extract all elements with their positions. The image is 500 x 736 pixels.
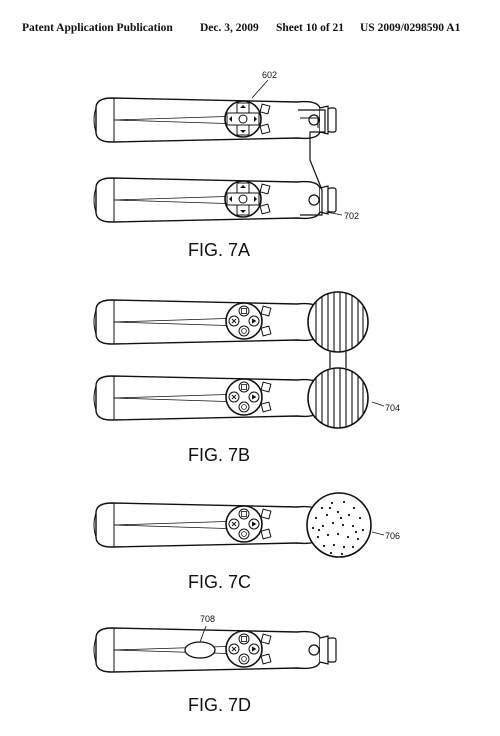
fig-7b-drawing: 704 [93, 291, 400, 429]
fig-7a-drawing: 602 702 [93, 70, 359, 223]
ref-706: 706 [385, 531, 400, 541]
fig-7d-label: FIG. 7D [188, 695, 251, 715]
ref-702: 702 [344, 211, 359, 221]
fig-7b-label: FIG. 7B [188, 445, 250, 465]
publication-title: Patent Application Publication [22, 22, 173, 34]
patent-number: US 2009/0298590 A1 [360, 22, 461, 34]
sheet-number: Sheet 10 of 21 [276, 22, 345, 34]
ref-602: 602 [262, 70, 277, 80]
ref-708: 708 [200, 614, 215, 624]
sensor-pad [184, 641, 216, 659]
fig-7d-drawing: 708 [93, 614, 337, 673]
fig-7a-label: FIG. 7A [188, 240, 250, 260]
ref-704: 704 [385, 403, 400, 413]
fig-7c-label: FIG. 7C [188, 572, 251, 592]
publication-date: Dec. 3, 2009 [200, 22, 259, 34]
fig-7c-drawing: 706 [93, 492, 400, 558]
page-header: Patent Application Publication Dec. 3, 2… [0, 22, 500, 38]
speckle-dots [311, 500, 365, 556]
